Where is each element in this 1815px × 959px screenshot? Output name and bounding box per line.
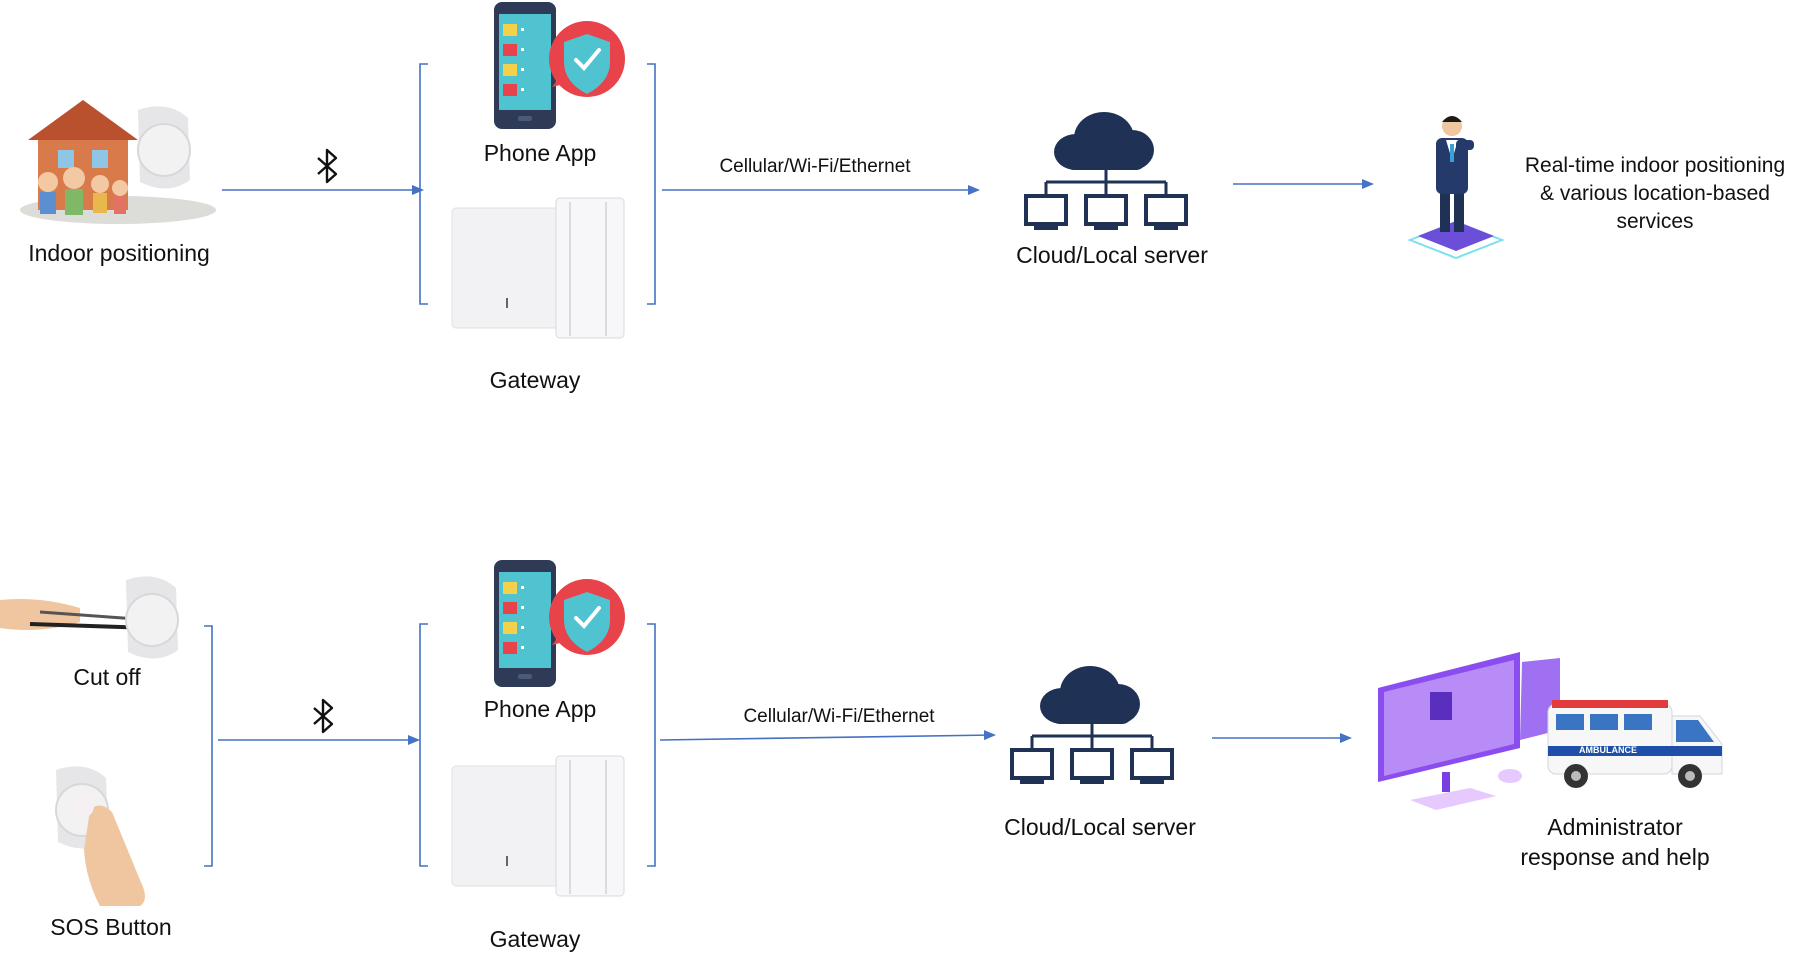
link-label: Cellular/Wi-Fi/Ethernet bbox=[719, 156, 911, 177]
indoor-positioning-scene bbox=[20, 100, 216, 224]
cut-off-label: Cut off bbox=[73, 664, 141, 690]
service-line-1: Real-time indoor positioning bbox=[1524, 154, 1786, 177]
gateway-icon bbox=[451, 197, 625, 339]
response-description: Administrator response and help bbox=[1500, 812, 1730, 872]
service-description: Real-time indoor positioning & various l… bbox=[1500, 152, 1810, 236]
link-label: Cellular/Wi-Fi/Ethernet bbox=[743, 706, 935, 727]
phone-app-label: Phone App bbox=[483, 140, 597, 166]
cloud-server-label: Cloud/Local server bbox=[1016, 242, 1208, 268]
gateway-label: Gateway bbox=[489, 367, 581, 393]
service-line-2: & various location-based bbox=[1540, 182, 1770, 205]
sos-button-label: SOS Button bbox=[50, 914, 172, 940]
indoor-positioning-label: Indoor positioning bbox=[28, 240, 210, 266]
wristband-icon bbox=[125, 575, 179, 660]
gateway-label: Gateway bbox=[489, 926, 581, 952]
gateway-icon bbox=[451, 755, 625, 897]
response-line-1: Administrator bbox=[1547, 814, 1683, 840]
wristband-icon bbox=[137, 105, 191, 190]
cloud-server-icon bbox=[1010, 664, 1174, 786]
cut-off-scene bbox=[0, 575, 179, 660]
businessman-icon bbox=[1407, 116, 1505, 260]
bluetooth-icon bbox=[312, 698, 334, 734]
service-line-3: services bbox=[1616, 210, 1694, 233]
phone-app-label: Phone App bbox=[483, 696, 597, 722]
ambulance-icon: AMBULANCE bbox=[1547, 700, 1723, 788]
cloud-server-label: Cloud/Local server bbox=[1004, 814, 1196, 840]
response-line-2: response and help bbox=[1520, 844, 1710, 870]
ambulance-text: AMBULANCE bbox=[1579, 745, 1637, 755]
cloud-server-icon bbox=[1024, 110, 1188, 232]
bluetooth-icon bbox=[316, 148, 338, 184]
phone-app-icon bbox=[492, 0, 627, 131]
admin-computer-icon bbox=[1378, 652, 1560, 810]
phone-app-icon bbox=[492, 558, 627, 689]
sos-button-scene bbox=[55, 765, 145, 906]
